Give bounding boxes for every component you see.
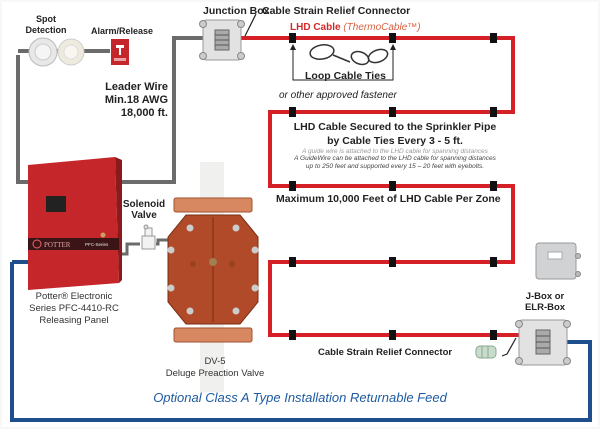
panel-line1: Potter® Electronic — [35, 291, 113, 302]
junction-box-label: Junction Box — [203, 5, 270, 17]
junction-box-icon — [199, 19, 245, 61]
loop-ties-bracket — [290, 44, 396, 81]
jbox-line2: ELR-Box — [524, 302, 566, 313]
secured-cable-label: LHD Cable Secured to the Sprinkler Pipe … — [275, 120, 515, 148]
footer-caption: Optional Class A Type Installation Retur… — [153, 390, 447, 405]
strain-relief-pointer — [244, 13, 257, 37]
jbox-line1: J-Box or — [525, 291, 565, 302]
cable-tie-marker — [389, 107, 396, 117]
lhd-cable-brand: (ThermoCable™) — [343, 22, 421, 33]
valve-line2: Deluge Preaction Valve — [165, 368, 265, 379]
cable-tie-marker — [289, 107, 296, 117]
cable-tie-marker — [289, 257, 296, 267]
strain-relief-connector-icon — [475, 345, 497, 359]
solenoid-line1: Solenoid — [122, 199, 166, 210]
heat-detector-icon — [57, 38, 85, 66]
spot-detection-line2: Detection — [25, 25, 67, 35]
lhd-cable-text: LHD Cable — [290, 22, 341, 33]
leader-wire-line1: Leader Wire — [105, 81, 168, 93]
cable-tie-marker — [289, 33, 296, 43]
pull-station-icon — [111, 39, 129, 65]
cable-tie-marker — [289, 181, 296, 191]
jbox-label: J-Box or ELR-Box — [515, 291, 575, 313]
solenoid-valve-label: Solenoid Valve — [116, 199, 172, 221]
strain-relief-bottom-label: Cable Strain Relief Connector — [318, 347, 453, 358]
cable-tie-marker — [490, 107, 497, 117]
cable-tie-marker — [389, 330, 396, 340]
guide-wire-note: A GuideWire can be attached to the LHD c… — [270, 155, 520, 171]
panel-line2: Series PFC-4410-RC — [29, 303, 119, 314]
cable-tie-icon — [309, 44, 389, 66]
cable-tie-marker — [389, 33, 396, 43]
strain-relief-pointer-bottom — [501, 337, 517, 357]
guide-wire-line1: A GuideWire can be attached to the LHD c… — [294, 155, 496, 162]
guide-wire-line2: up to 250 feet and supported every 15 – … — [305, 163, 485, 170]
cable-tie-marker — [389, 257, 396, 267]
cable-tie-marker — [389, 181, 396, 191]
deluge-valve-label: DV-5 Deluge Preaction Valve — [160, 356, 270, 380]
strain-relief-top-label: Cable Strain Relief Connector — [262, 5, 411, 17]
loop-cable-ties-label: Loop Cable Ties — [305, 70, 386, 82]
lhd-cable-label: LHD Cable (ThermoCable™) — [290, 22, 421, 33]
panel-series-text: PFC-Series — [85, 242, 109, 247]
leader-wire-label: Leader Wire Min.18 AWG 18,000 ft. — [88, 81, 168, 120]
cable-ties — [289, 33, 497, 340]
lhd-cable — [238, 36, 520, 337]
alarm-release-label: Alarm/Release — [91, 26, 154, 36]
cable-tie-marker — [289, 330, 296, 340]
leader-wire-line2: Min.18 AWG — [104, 94, 168, 106]
max-length-label: Maximum 10,000 Feet of LHD Cable Per Zon… — [276, 193, 501, 205]
secured-line1: LHD Cable Secured to the Sprinkler Pipe — [293, 121, 497, 133]
cable-tie-marker — [490, 33, 497, 43]
spot-detection-label: Spot Detection — [22, 14, 70, 36]
smoke-detector-icon — [28, 37, 58, 67]
releasing-panel-label: Potter® Electronic Series PFC-4410-RC Re… — [14, 291, 134, 327]
deluge-valve-icon — [167, 197, 259, 343]
spot-detection-line1: Spot — [36, 14, 56, 24]
panel-line3: Releasing Panel — [39, 315, 109, 326]
guide-wire-faint: A guide wire is attached to the LHD cabl… — [302, 148, 488, 155]
panel-brand-text: POTTER — [44, 241, 71, 249]
approved-fastener-label: or other approved fastener — [279, 90, 397, 101]
cable-tie-marker — [490, 181, 497, 191]
solenoid-valve-icon — [141, 224, 156, 250]
valve-line1: DV-5 — [204, 356, 226, 367]
cable-tie-marker — [490, 330, 497, 340]
releasing-panel-icon — [28, 157, 122, 290]
leader-wire-line3: 18,000 ft. — [120, 107, 168, 119]
j-box-icon — [515, 319, 571, 366]
elr-box-icon — [535, 242, 581, 280]
secured-line2: by Cable Ties Every 3 - 5 ft. — [327, 135, 463, 147]
cable-tie-marker — [490, 257, 497, 267]
solenoid-line2: Valve — [131, 210, 157, 221]
